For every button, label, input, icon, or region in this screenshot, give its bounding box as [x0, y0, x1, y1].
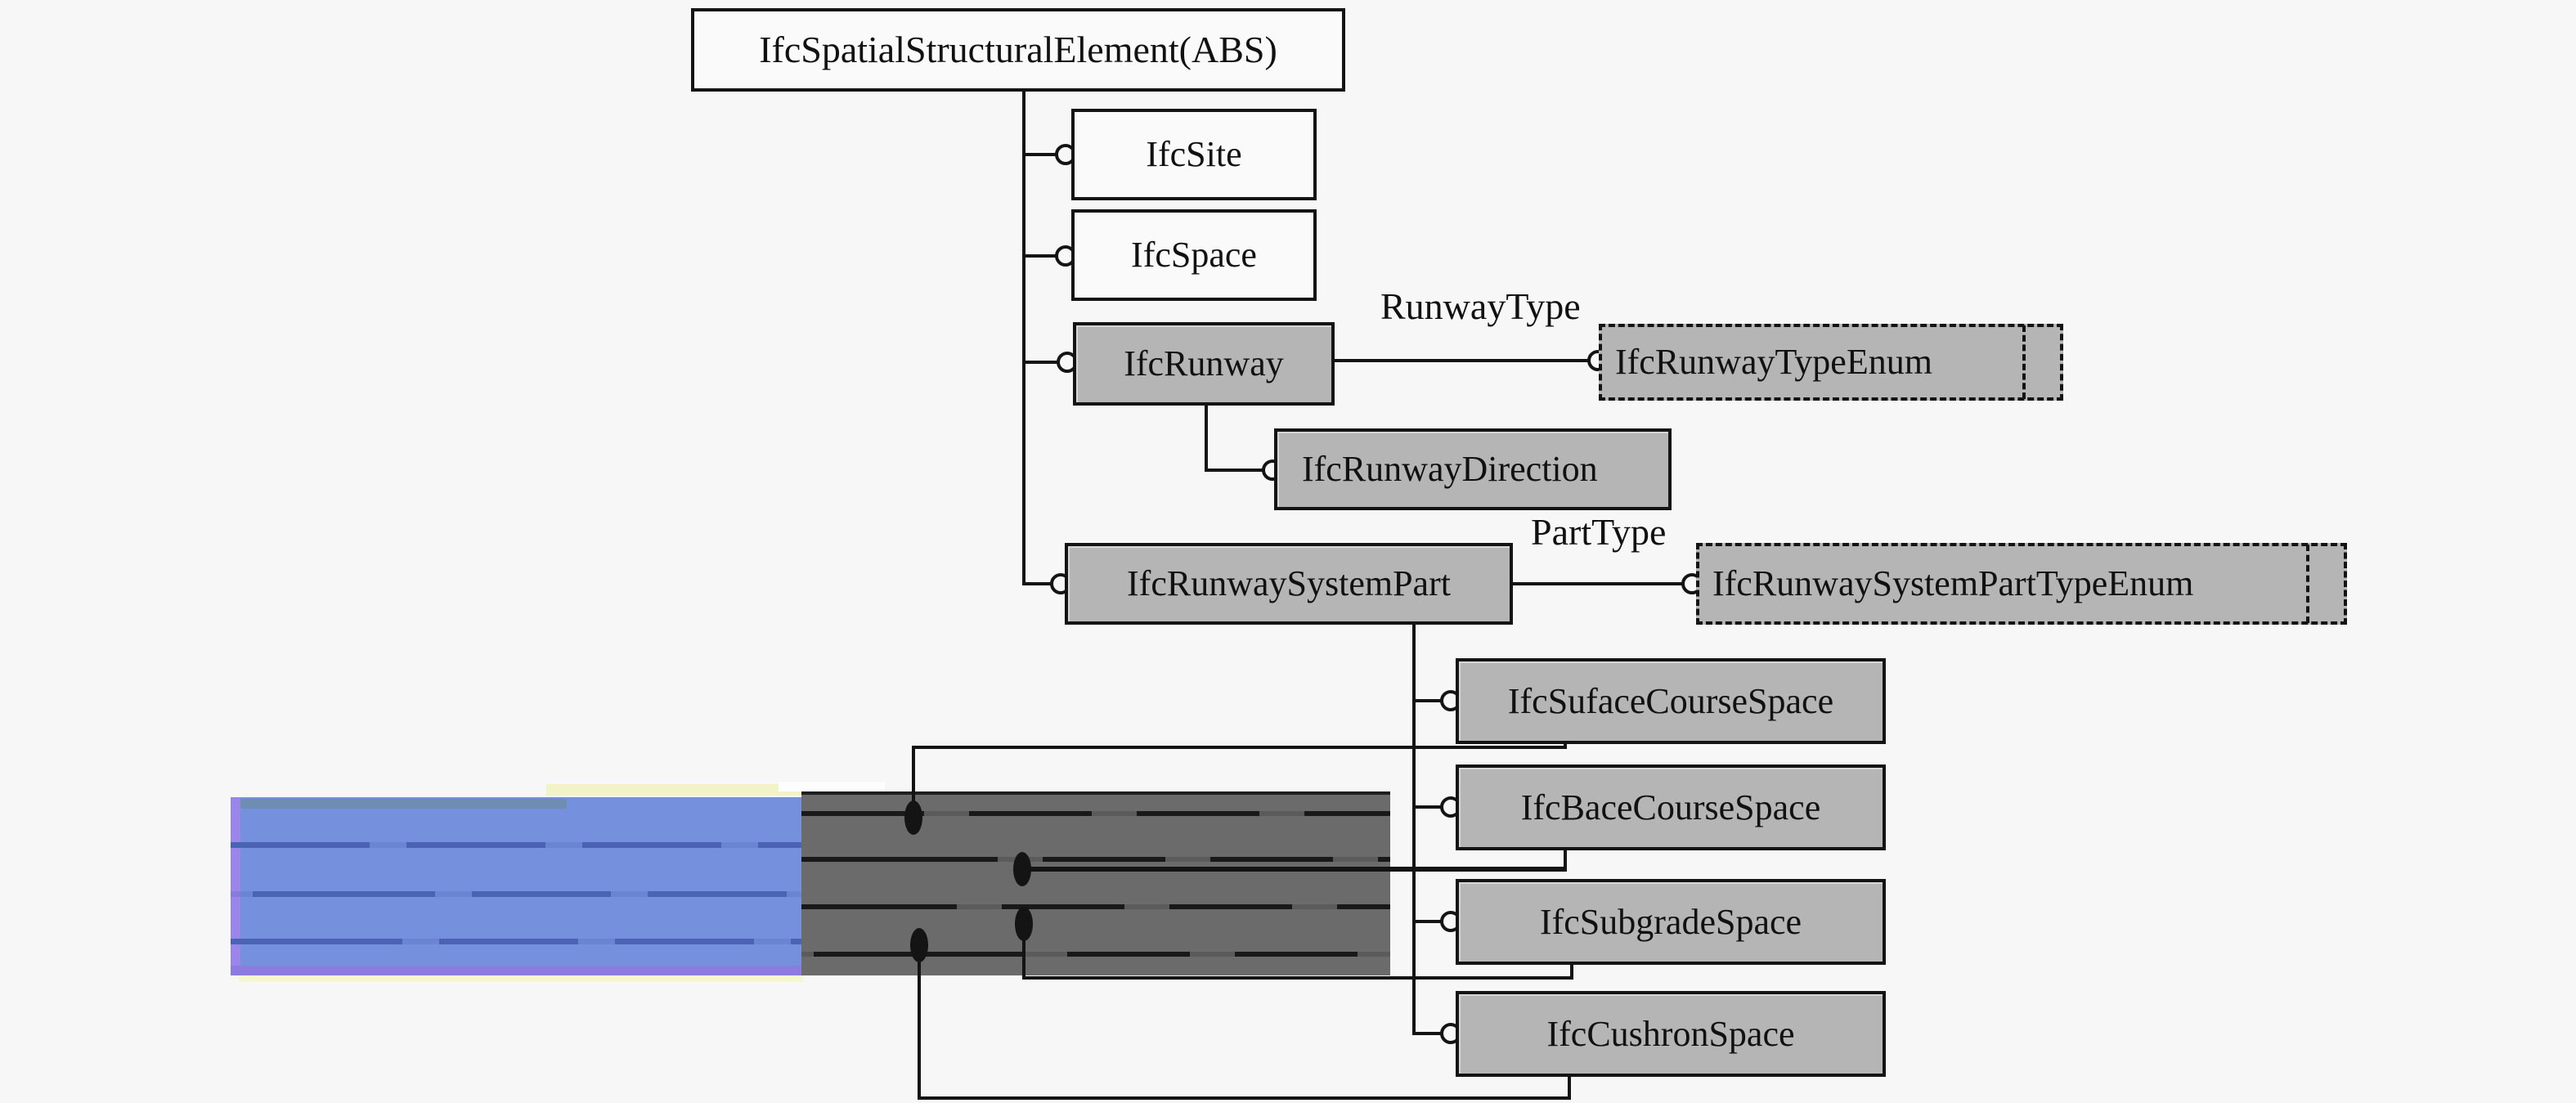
connector-branch-cushron	[1414, 1032, 1453, 1035]
connector-branch-suface	[1414, 699, 1453, 702]
node-ifcrunwaytypeenum-label: IfcRunwayTypeEnum	[1615, 342, 1932, 382]
connector-layer2-h	[1022, 867, 1567, 872]
node-ifcsite-label: IfcSite	[1146, 134, 1242, 174]
gray-layer-line-2	[801, 857, 1390, 862]
node-ifcspatialstructuralelement: IfcSpatialStructuralElement(ABS)	[691, 8, 1345, 92]
node-ifcsufacecoursespace: IfcSufaceCourseSpace	[1456, 658, 1886, 744]
node-ifcbacecoursespace: IfcBaceCourseSpace	[1456, 764, 1886, 850]
pavement-bottom-yellow-sliver	[239, 974, 803, 982]
connector-layer3-h	[1022, 976, 1573, 980]
connector-layer3-v	[1022, 924, 1025, 980]
connector-runway-direction-h	[1205, 469, 1270, 472]
node-ifcsubgradespace-label: IfcSubgradeSpace	[1539, 901, 1802, 942]
node-ifccushronspace-label: IfcCushronSpace	[1546, 1013, 1795, 1054]
pavement-blue-left-edge	[231, 797, 240, 975]
node-ifcrunwaysystempart-label: IfcRunwaySystemPart	[1127, 563, 1451, 603]
connector-trunk2	[1412, 625, 1416, 1035]
enum-inner-divider	[2306, 545, 2309, 623]
connector-branch-subgrade	[1414, 920, 1453, 923]
node-ifcspatialstructuralelement-label: IfcSpatialStructuralElement(ABS)	[759, 29, 1277, 70]
connector-branch-runway	[1024, 361, 1068, 364]
edge-label-parttype: PartType	[1531, 513, 1666, 551]
connector-layer2-stub	[1564, 849, 1567, 870]
node-ifcrunwaydirection: IfcRunwayDirection	[1274, 428, 1672, 510]
blue-layer-line-3	[231, 939, 801, 944]
blue-layer-line-1	[231, 842, 801, 848]
node-ifcrunwaysystemparttypeenum: IfcRunwaySystemPartTypeEnum	[1696, 543, 2347, 625]
gray-layer-line-4	[801, 952, 1390, 957]
connector-runway-direction-v	[1205, 406, 1208, 472]
node-ifcrunwaydirection-label: IfcRunwayDirection	[1302, 449, 1598, 489]
pavement-dot-subgrade	[1015, 907, 1033, 941]
node-ifcbacecoursespace-label: IfcBaceCourseSpace	[1520, 787, 1821, 827]
connector-trunk1	[1022, 92, 1025, 585]
blue-layer-line-2	[231, 891, 801, 897]
node-ifcspace-label: IfcSpace	[1131, 235, 1257, 275]
enum-inner-divider	[2022, 325, 2026, 399]
connector-layer4-stub	[1568, 1075, 1571, 1100]
edge-label-runwaytype: RunwayType	[1380, 288, 1581, 325]
node-ifcsite: IfcSite	[1071, 109, 1317, 200]
pavement-dot-surface	[904, 800, 922, 835]
pavement-dot-cushion	[910, 928, 928, 962]
gray-layer-line-3	[801, 904, 1390, 909]
node-ifcrunwaysystempart: IfcRunwaySystemPart	[1065, 543, 1513, 625]
connector-layer1-stub	[1564, 741, 1567, 749]
edge-label-runwaytype-text: RunwayType	[1380, 285, 1581, 327]
pavement-top-white-sliver	[779, 782, 885, 791]
node-ifcrunwaytypeenum: IfcRunwayTypeEnum	[1599, 324, 2063, 401]
connector-branch-systempart	[1024, 582, 1061, 585]
pavement-dot-base	[1013, 852, 1031, 886]
node-ifcrunway-label: IfcRunway	[1124, 343, 1284, 383]
connector-layer1-h	[912, 746, 1567, 749]
gray-layer-line-1	[801, 811, 1390, 816]
connector-runway-typeenum	[1335, 359, 1598, 362]
connector-layer1-v	[912, 747, 915, 821]
pavement-top-yellow-sliver	[546, 784, 824, 796]
node-ifcsufacecoursespace-label: IfcSufaceCourseSpace	[1507, 680, 1834, 721]
node-ifcrunway: IfcRunway	[1073, 322, 1335, 406]
node-ifcrunwaysystemparttypeenum-label: IfcRunwaySystemPartTypeEnum	[1712, 563, 2194, 603]
connector-layer3-stub	[1570, 963, 1573, 980]
pavement-blue-top-edge	[236, 799, 567, 809]
node-ifcspace: IfcSpace	[1071, 209, 1317, 301]
connector-branch-space	[1024, 254, 1066, 258]
connector-branch-bace	[1414, 805, 1453, 809]
pavement-blue-bottom-edge	[231, 966, 801, 975]
node-ifccushronspace: IfcCushronSpace	[1456, 991, 1886, 1077]
edge-label-parttype-text: PartType	[1531, 511, 1667, 553]
node-ifcsubgradespace: IfcSubgradeSpace	[1456, 879, 1886, 965]
connector-branch-site	[1024, 153, 1066, 156]
pavement-blue-block	[231, 797, 801, 975]
connector-systempart-typeenum	[1513, 582, 1698, 585]
connector-layer4-v	[918, 945, 921, 1100]
connector-layer4-h	[918, 1096, 1571, 1100]
pavement-gray-block	[801, 791, 1390, 975]
